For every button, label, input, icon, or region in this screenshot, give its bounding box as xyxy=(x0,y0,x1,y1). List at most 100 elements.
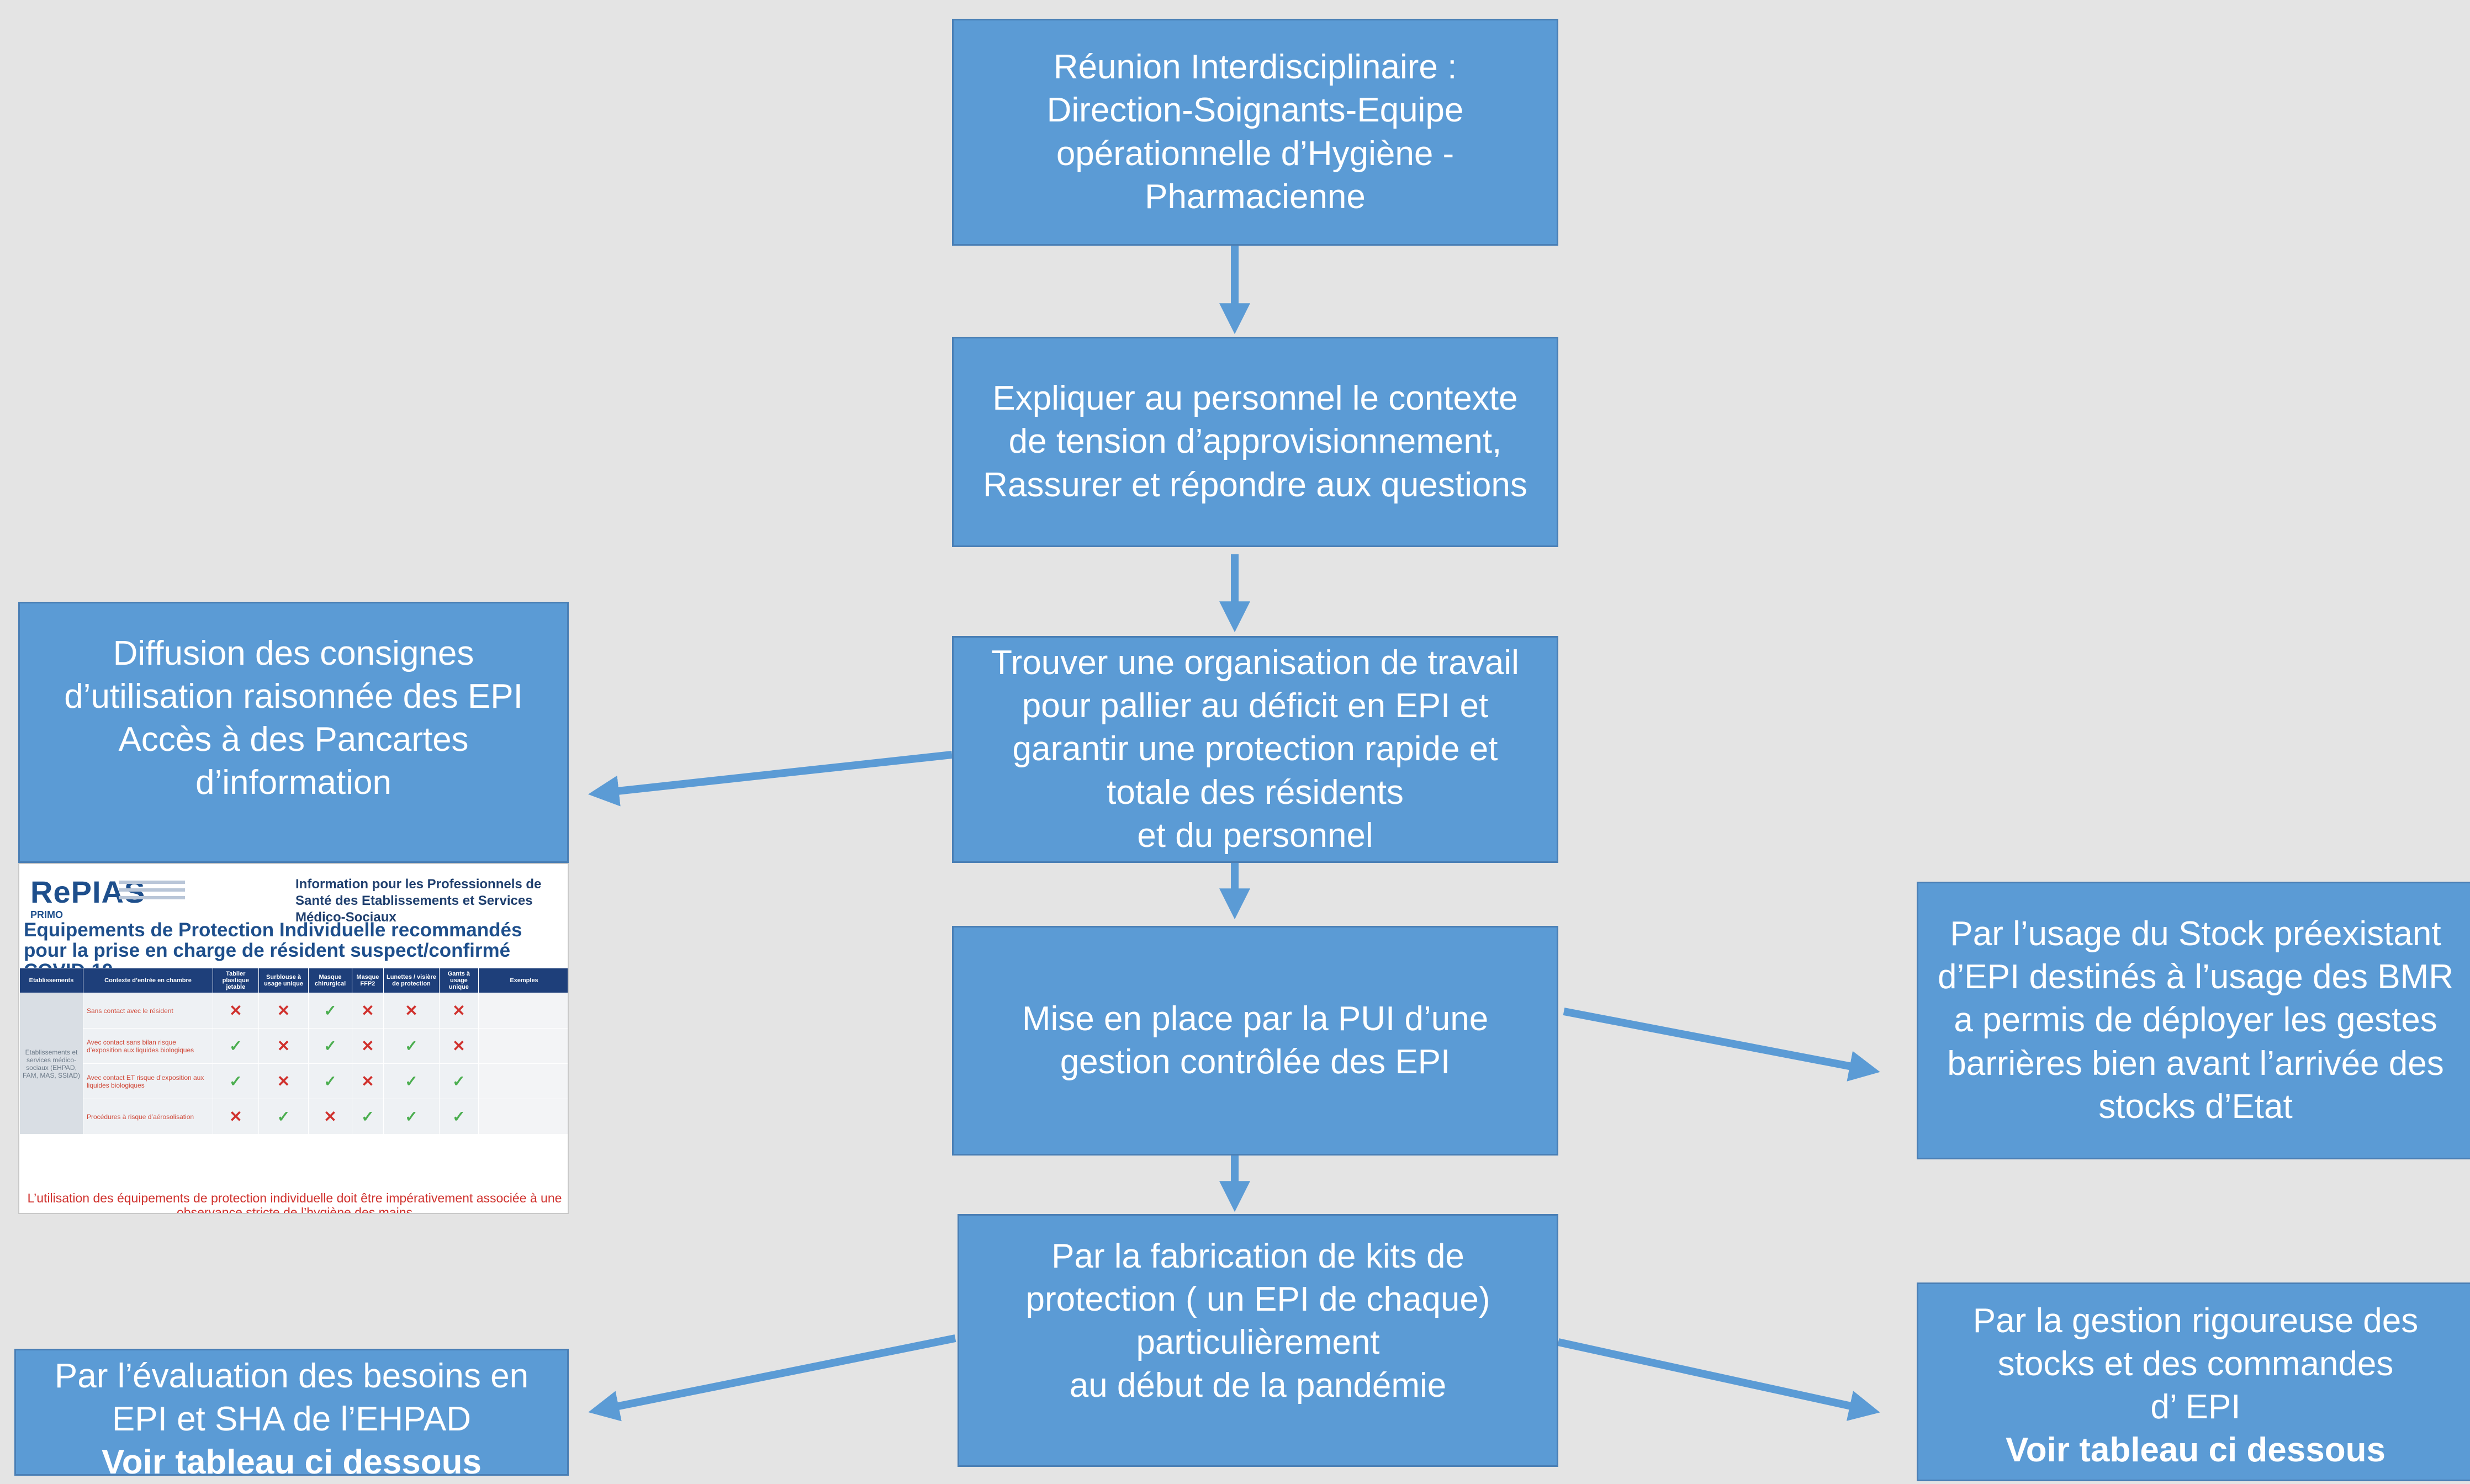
organisation-line: Trouver une organisation de travail xyxy=(991,644,1519,682)
poster-table-header: Etablissements Contexte d’entrée en cham… xyxy=(19,968,568,993)
fabrication-line: au début de la pandémie xyxy=(1069,1366,1447,1405)
cross-icon: ✕ xyxy=(213,1099,259,1135)
expliquer-line: Expliquer au personnel le contexte xyxy=(992,379,1518,418)
poster-example-cell xyxy=(478,1063,568,1099)
expliquer-line: Rassurer et répondre aux questions xyxy=(983,465,1527,504)
check-icon: ✓ xyxy=(258,1099,309,1135)
diffusion-line: Diffusion des consignes xyxy=(113,634,474,672)
poster-header-cell: Lunettes / visière de protection xyxy=(383,968,440,993)
expliquer-line: de tension d’approvisionnement, xyxy=(1008,422,1502,461)
reunion-box: Réunion Interdisciplinaire : Direction-S… xyxy=(952,19,1558,246)
check-icon: ✓ xyxy=(351,1099,384,1135)
poster-header-cell: Gants à usage unique xyxy=(438,968,479,993)
poster-example-cell xyxy=(478,1099,568,1135)
gestion-line: Par la gestion rigoureuse des xyxy=(1972,1302,2419,1340)
check-icon: ✓ xyxy=(383,1099,440,1135)
organisation-line: totale des résidents xyxy=(1107,773,1404,812)
reunion-line: Direction-Soignants-Equipe xyxy=(1046,91,1464,130)
cross-icon: ✕ xyxy=(438,1028,479,1064)
mise-en-place-box: Mise en place par la PUI d’une gestion c… xyxy=(952,926,1558,1156)
arrow-organisation-to-diffusion xyxy=(588,751,953,807)
poster-info: Information pour les Professionnels de S… xyxy=(295,877,542,925)
logo-decoration xyxy=(119,881,185,904)
check-icon: ✓ xyxy=(308,1063,352,1099)
poster-header-cell: Masque chirurgical xyxy=(308,968,352,993)
evaluation-box: Par l’évaluation des besoins en EPI et S… xyxy=(14,1349,569,1481)
poster-example-cell xyxy=(478,1028,568,1064)
repias-poster-image: RePIAS PRIMO Information pour les Profes… xyxy=(18,863,569,1214)
gestion-box: Par la gestion rigoureuse des stocks et … xyxy=(1917,1282,2470,1481)
poster-table-row: Procédures à risque d’aérosolisation✕✓✕✓… xyxy=(20,1099,568,1135)
poster-example-cell xyxy=(478,993,568,1029)
check-icon: ✓ xyxy=(383,1028,440,1064)
fabrication-line: protection ( un EPI de chaque) xyxy=(1025,1280,1490,1318)
poster-header-cell: Surblouse à usage unique xyxy=(258,968,309,993)
stock-line: d’EPI destinés à l’usage des BMR xyxy=(1938,958,2453,997)
diffusion-line: d’information xyxy=(195,764,392,802)
poster-table-row: Avec contact ET risque d’exposition aux … xyxy=(20,1063,568,1099)
cross-icon: ✕ xyxy=(258,1063,309,1099)
stock-box: Par l’usage du Stock préexistant d’EPI d… xyxy=(1917,882,2470,1159)
cross-icon: ✕ xyxy=(308,1099,352,1135)
organisation-line: garantir une protection rapide et xyxy=(1012,730,1498,768)
poster-title: Equipements de Protection Individuelle r… xyxy=(24,919,522,981)
fabrication-line: particulièrement xyxy=(1136,1323,1380,1361)
mise-en-place-line: Mise en place par la PUI d’une xyxy=(1022,999,1489,1038)
cross-icon: ✕ xyxy=(438,993,479,1029)
cross-icon: ✕ xyxy=(351,993,384,1029)
check-icon: ✓ xyxy=(213,1063,259,1099)
stock-line: a permis de déployer les gestes xyxy=(1954,1001,2437,1040)
reunion-line: opérationnelle d’Hygiène - xyxy=(1056,134,1455,173)
poster-header-cell: Tablier plastique jetable xyxy=(213,968,259,993)
poster-table-row: Etablissements et services médico-sociau… xyxy=(19,993,568,1135)
organisation-line: et du personnel xyxy=(1137,816,1373,855)
check-icon: ✓ xyxy=(308,1028,352,1064)
evaluation-table-link: Voir tableau ci dessous xyxy=(102,1443,482,1482)
fabrication-box: Par la fabrication de kits de protection… xyxy=(958,1214,1558,1467)
stock-line: stocks d’Etat xyxy=(2098,1087,2293,1126)
cross-icon: ✕ xyxy=(383,993,440,1029)
cross-icon: ✕ xyxy=(351,1028,384,1064)
organisation-line: pour pallier au déficit en EPI et xyxy=(1022,687,1489,725)
poster-footer: L’utilisation des équipements de protect… xyxy=(27,1191,562,1214)
poster-header-cell: Masque FFP2 xyxy=(351,968,384,993)
diffusion-line: Accès à des Pancartes xyxy=(118,720,469,759)
poster-group-cell: Etablissements et services médico-sociau… xyxy=(19,993,83,1135)
diffusion-box: Diffusion des consignes d’utilisation ra… xyxy=(18,602,569,863)
arrow-fabrication-to-evaluation xyxy=(588,1334,956,1422)
cross-icon: ✕ xyxy=(351,1063,384,1099)
diffusion-line: d’utilisation raisonnée des EPI xyxy=(64,677,523,716)
poster-header-cell: Etablissements xyxy=(19,968,83,993)
poster-header-cell: Exemples xyxy=(478,968,568,993)
poster-row-label: Sans contact avec le résident xyxy=(83,993,213,1029)
reunion-line: Pharmacienne xyxy=(1145,177,1366,216)
expliquer-box: Expliquer au personnel le contexte de te… xyxy=(952,337,1558,547)
cross-icon: ✕ xyxy=(258,993,309,1029)
poster-row-label: Procédures à risque d’aérosolisation xyxy=(83,1099,213,1135)
cross-icon: ✕ xyxy=(258,1028,309,1064)
poster-header-cell: Contexte d’entrée en chambre xyxy=(83,968,213,993)
gestion-line: stocks et des commandes xyxy=(1997,1345,2394,1384)
gestion-line: d’ EPI xyxy=(2150,1388,2241,1427)
repias-logo-sub: PRIMO xyxy=(30,909,64,920)
poster-row-label: Avec contact sans bilan risque d’exposit… xyxy=(83,1028,213,1064)
check-icon: ✓ xyxy=(383,1063,440,1099)
poster-row-label: Avec contact ET risque d’exposition aux … xyxy=(83,1063,213,1099)
arrow-mise-to-stock xyxy=(1563,1008,1880,1082)
reunion-line: Réunion Interdisciplinaire : xyxy=(1053,48,1457,87)
check-icon: ✓ xyxy=(438,1063,479,1099)
cross-icon: ✕ xyxy=(213,993,259,1029)
check-icon: ✓ xyxy=(308,993,352,1029)
poster-table: Etablissements Contexte d’entrée en cham… xyxy=(19,968,568,1135)
mise-en-place-line: gestion contrôlée des EPI xyxy=(1060,1043,1451,1081)
stock-line: barrières bien avant l’arrivée des xyxy=(1947,1044,2444,1083)
repias-logo: RePIAS xyxy=(30,875,146,909)
stock-line: Par l’usage du Stock préexistant xyxy=(1950,915,2441,953)
check-icon: ✓ xyxy=(213,1028,259,1064)
arrow-fabrication-to-gestion xyxy=(1557,1338,1880,1421)
gestion-table-link: Voir tableau ci dessous xyxy=(2006,1431,2386,1470)
poster-table-row: Avec contact sans bilan risque d’exposit… xyxy=(20,1028,568,1064)
check-icon: ✓ xyxy=(438,1099,479,1135)
fabrication-line: Par la fabrication de kits de xyxy=(1051,1237,1464,1275)
